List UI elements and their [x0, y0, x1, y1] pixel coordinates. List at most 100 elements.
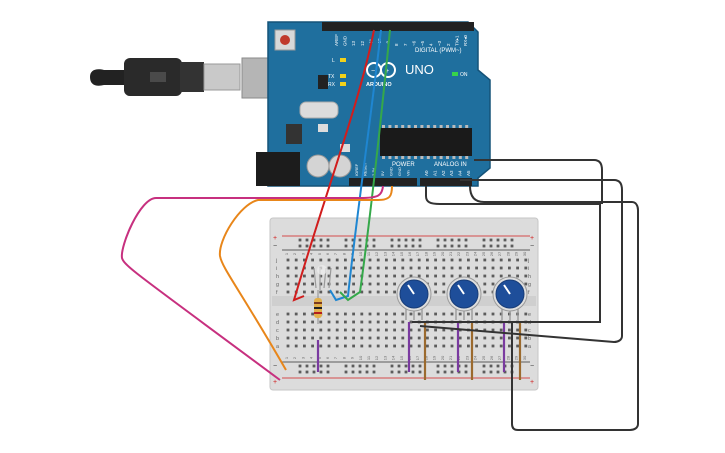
svg-text:j: j — [275, 258, 277, 264]
power-pin-label: Vin — [406, 170, 411, 176]
svg-text:i: i — [276, 266, 277, 272]
svg-text:26: 26 — [489, 355, 494, 360]
svg-text:19: 19 — [432, 355, 437, 360]
breadboard-jumpers[interactable] — [316, 322, 522, 380]
svg-text:17: 17 — [415, 355, 420, 360]
led-on-label: ON — [460, 72, 468, 78]
svg-text:c: c — [276, 328, 279, 334]
voltage-regulator — [286, 124, 302, 144]
usb-cable[interactable] — [90, 57, 299, 99]
small-component — [318, 124, 328, 132]
top-pin-label: TX▸1 — [454, 35, 459, 46]
wire-green[interactable] — [339, 29, 391, 302]
svg-text:6: 6 — [325, 356, 330, 359]
svg-text:j: j — [527, 258, 529, 264]
analog-pin-label: A1 — [432, 170, 437, 176]
usb-chip — [318, 75, 328, 89]
analog-header — [420, 178, 472, 186]
wire-black-a0[interactable] — [412, 159, 603, 323]
svg-text:4: 4 — [309, 252, 314, 255]
svg-text:20: 20 — [440, 355, 445, 360]
svg-text:28: 28 — [505, 251, 510, 256]
led-on-icon — [452, 72, 458, 76]
svg-text:g: g — [528, 282, 531, 288]
svg-text:11: 11 — [366, 251, 371, 256]
svg-text:2: 2 — [292, 356, 297, 359]
svg-text:12: 12 — [374, 355, 379, 360]
resistor[interactable] — [314, 290, 322, 324]
svg-text:19: 19 — [432, 251, 437, 256]
top-pin-label: GND — [343, 35, 348, 46]
wire-red[interactable] — [292, 29, 375, 302]
svg-text:f: f — [528, 290, 530, 296]
rail-plus-top-left: + — [273, 235, 277, 242]
svg-text:h: h — [528, 274, 531, 280]
top-pin-label: 4 — [429, 43, 434, 46]
svg-text:6: 6 — [325, 252, 330, 255]
svg-text:9: 9 — [350, 356, 355, 359]
arduino-logo: − + — [366, 62, 396, 78]
led-l-icon — [340, 58, 346, 62]
svg-text:3: 3 — [300, 356, 305, 359]
svg-text:2: 2 — [292, 252, 297, 255]
small-component-2 — [340, 144, 350, 152]
svg-text:28: 28 — [505, 355, 510, 360]
wire-magenta[interactable] — [120, 185, 384, 381]
svg-text:10: 10 — [358, 251, 363, 256]
led-tx-icon — [340, 74, 346, 78]
power-pin-label: GND — [388, 167, 393, 176]
potentiometer-2[interactable] — [446, 276, 482, 320]
svg-text:27: 27 — [497, 355, 502, 360]
svg-text:24: 24 — [473, 355, 478, 360]
wire-orange[interactable] — [218, 185, 393, 371]
rgb-led[interactable] — [313, 265, 332, 290]
top-pin-label: RX◂0 — [463, 34, 468, 46]
svg-text:20: 20 — [440, 251, 445, 256]
microcontroller-chip — [380, 125, 472, 159]
svg-text:3: 3 — [300, 252, 305, 255]
top-pin-label: ~5 — [420, 40, 425, 46]
power-pin-label: RESET — [363, 162, 368, 176]
board-brand: ARDUINO — [366, 82, 392, 88]
power-pin-label: 3.3V — [371, 167, 376, 176]
top-pin-label: ~6 — [411, 40, 416, 46]
wire-black-a2[interactable] — [469, 185, 639, 431]
svg-text:b: b — [276, 336, 279, 342]
svg-text:4: 4 — [309, 356, 314, 359]
wire-blue[interactable] — [329, 29, 382, 302]
svg-text:15: 15 — [399, 355, 404, 360]
svg-text:15: 15 — [399, 251, 404, 256]
svg-text:24: 24 — [473, 251, 478, 256]
svg-text:27: 27 — [497, 251, 502, 256]
svg-text:11: 11 — [366, 355, 371, 360]
analog-pin-label: A2 — [441, 170, 446, 176]
svg-text:5: 5 — [317, 252, 322, 255]
power-pin-label: GND — [397, 167, 402, 176]
svg-text:1: 1 — [284, 252, 289, 255]
crystal — [299, 101, 339, 119]
svg-text:b: b — [528, 336, 531, 342]
svg-text:30: 30 — [522, 251, 527, 256]
reset-button[interactable] — [274, 29, 296, 51]
top-pin-label: 12 — [360, 40, 365, 46]
power-jack[interactable] — [256, 152, 300, 186]
svg-text:21: 21 — [448, 355, 453, 360]
svg-text:17: 17 — [415, 251, 420, 256]
svg-text:5: 5 — [317, 356, 322, 359]
analog-pin-label: A0 — [424, 170, 429, 176]
svg-text:25: 25 — [481, 251, 486, 256]
wire-black-a1[interactable] — [419, 179, 623, 344]
svg-text:c: c — [528, 328, 531, 334]
analog-pin-label: A4 — [458, 170, 463, 176]
svg-text:7: 7 — [333, 356, 338, 359]
svg-text:23: 23 — [464, 251, 469, 256]
potentiometer-1[interactable] — [396, 276, 432, 320]
power-pin-label: IOREF — [354, 163, 359, 176]
rail-minus-bottom-right: − — [530, 363, 534, 370]
led-tx-label: TX — [328, 74, 335, 80]
potentiometer-3[interactable] — [492, 276, 528, 320]
svg-text:29: 29 — [514, 355, 519, 360]
led-l-label: L — [332, 58, 335, 64]
